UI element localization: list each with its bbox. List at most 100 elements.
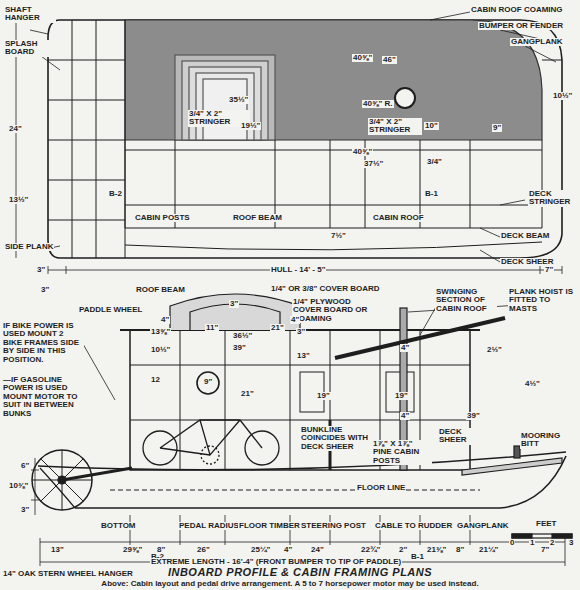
dimension-label: 4" — [160, 316, 170, 324]
dimension-label: 29⅝" — [122, 546, 143, 554]
part-label: 1/4" PLYWOOD COVER BOARD OR COAMING — [292, 298, 379, 323]
dimension-label: 21⅜" — [426, 546, 447, 554]
part-label: SHAFT HANGER — [4, 6, 56, 23]
paddle-spoke — [41, 459, 62, 480]
part-label: GANGPLANK — [456, 522, 510, 530]
part-label: CABLE TO RUDDER — [374, 522, 453, 530]
dimension-label: 4" — [400, 344, 410, 352]
dimension-label: 1 — [529, 539, 535, 547]
dimension-label: 4½" — [524, 380, 541, 388]
part-label: FLOOR TIMBER — [238, 522, 301, 530]
part-label: 1⅞" X 1⅞" PINE CABIN POSTS — [372, 440, 432, 465]
dimension-label: 35½" — [228, 96, 249, 104]
dimension-label: 19½" — [240, 122, 261, 130]
dimension-label: 21" — [240, 390, 255, 398]
scale-bar — [512, 534, 572, 538]
dimension-label: 8" — [455, 546, 465, 554]
part-label: PEDAL RADIUS — [178, 522, 240, 530]
dimension-label: 13" — [296, 352, 311, 360]
dimension-label: 10½" — [552, 92, 573, 100]
dimension-label: 3 — [568, 539, 574, 547]
dimension-label: 3/4" — [426, 158, 443, 166]
dimension-label: 39" — [466, 412, 481, 420]
part-label: CABIN POSTS — [134, 214, 191, 222]
dimension-label: B-1 — [410, 553, 425, 561]
part-label: SIDE PLANK — [4, 243, 54, 251]
part-label: 3/4" X 2" STRINGER — [368, 118, 422, 135]
dimension-label: 3" — [296, 328, 306, 336]
part-label: BUMPER OR FENDER — [478, 22, 564, 30]
part-label: ROOF BEAM — [135, 286, 186, 294]
dimension-label: 2" — [398, 546, 408, 554]
part-label: STEERING POST — [300, 522, 367, 530]
dimension-label: 40⅝" — [352, 148, 373, 156]
dimension-label: 3" — [229, 300, 239, 308]
dimension-label: 25¼" — [250, 546, 271, 554]
dimension-label: 4" — [400, 412, 410, 420]
drawing-title: INBOARD PROFILE & CABIN FRAMING PLANS — [168, 566, 432, 578]
dimension-label: 37½" — [363, 160, 384, 168]
dimension-label: B-1 — [424, 190, 439, 198]
caption: Above: Cabin layout and pedal drive arra… — [101, 579, 478, 588]
part-label: DECK BEAM — [500, 232, 550, 240]
part-label: 14" OAK STERN WHEEL HANGER — [2, 570, 134, 578]
dimension-label: 3" — [36, 266, 46, 274]
part-label: MOORING BITT — [520, 432, 562, 449]
dimension-label: 21¼" — [478, 546, 499, 554]
part-label: IF BIKE POWER IS USED MOUNT 2 BIKE FRAME… — [2, 322, 84, 364]
dimension-label: 13⅝" — [150, 328, 171, 336]
dimension-label: 24" — [8, 125, 23, 133]
dimension-label: 10" — [424, 122, 439, 130]
dimension-label: BOTTOM — [100, 522, 137, 530]
dimension-label: 46" — [382, 56, 397, 64]
dimension-label: 39" — [232, 344, 247, 352]
dimension-label: 11" — [205, 324, 219, 332]
paddle-spoke — [32, 480, 62, 481]
dimension-label: 19" — [394, 392, 409, 400]
paddle-spoke — [62, 450, 63, 480]
dimension-label: 40⅝" — [352, 54, 373, 62]
dimension-label: FEET — [535, 520, 557, 528]
part-label: ROOF BEAM — [232, 214, 283, 222]
part-label: FLOOR LINE — [356, 484, 406, 492]
dimension-label: 9" — [203, 378, 213, 386]
dimension-label: 12 — [150, 376, 161, 384]
dimension-label: 9" — [492, 124, 502, 132]
part-label: SPLASH BOARD — [4, 40, 51, 57]
dimension-label: 26" — [196, 546, 211, 554]
part-label: CABIN ROOF — [372, 214, 425, 222]
dimension-label: 19" — [316, 392, 331, 400]
dimension-label: 7½" — [330, 232, 347, 240]
part-label: SWINGING SECTION OF CABIN ROOF — [435, 288, 497, 313]
dimension-label: 6" — [20, 462, 30, 470]
dimension-label: 0 — [509, 539, 515, 547]
part-label: BUNKLINE COINCIDES WITH DECK SHEER — [300, 426, 372, 451]
paddle-spoke — [62, 480, 63, 510]
dimension-label: 21" — [270, 324, 285, 332]
dimension-label: 22¾" — [360, 546, 381, 554]
dimension-label: B-2 — [108, 190, 123, 198]
part-label: PLANK HOIST IS FITTED TO MASTS — [508, 288, 575, 313]
part-label: PADDLE WHEEL — [78, 306, 143, 314]
dimension-label: 3" — [20, 506, 30, 514]
dimension-label: 7" — [544, 266, 554, 274]
part-label: —IF GASOLINE POWER IS USED MOUNT MOTOR T… — [2, 376, 84, 418]
part-label: GANGPLANK — [510, 38, 564, 46]
dimension-label: 24" — [310, 546, 325, 554]
part-label: 1/4" OR 3/8" COVER BOARD — [270, 285, 381, 293]
dimension-label: 36½" — [232, 332, 253, 340]
dimension-label: 10⅜" — [8, 482, 29, 490]
part-label: DECK SHEER — [438, 428, 475, 445]
dimension-label: 13½" — [8, 196, 29, 204]
dimension-label: 4" — [290, 316, 300, 324]
paddle-spoke — [62, 480, 83, 501]
dimension-label: 13" — [50, 546, 65, 554]
part-label: HULL - 14' - 5" — [270, 266, 326, 274]
dimension-label: 2½" — [486, 346, 503, 354]
dimension-label: 10½" — [150, 346, 171, 354]
dimension-label: 2 — [549, 539, 555, 547]
dimension-label: 4" — [283, 546, 293, 554]
part-label: DECK STRINGER — [528, 190, 575, 207]
dimension-label: 40⅝" R. — [362, 100, 394, 108]
dimension-label: 3" — [40, 286, 50, 294]
